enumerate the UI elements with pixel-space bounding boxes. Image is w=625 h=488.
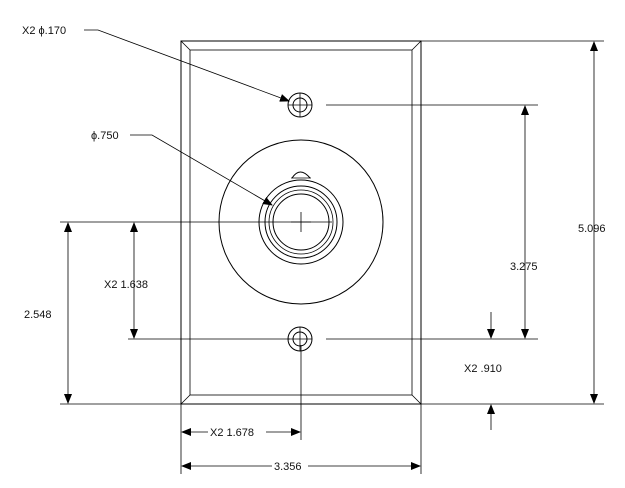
dimension-lines: [64, 41, 598, 470]
callout-center-hole: ϕ.750: [91, 130, 119, 142]
plate-corner-bevel: [411, 40, 422, 51]
plate-corner-bevel: [411, 394, 422, 405]
bottom-screw-hole: [287, 326, 313, 352]
leader-center-hole: [130, 134, 273, 206]
labels: X2 ϕ.170 ϕ.750 5.096 3.275 X2 1.638 2.54…: [22, 25, 606, 473]
dim-width-overall: 3.356: [274, 461, 302, 473]
plate-corner-bevel: [180, 394, 191, 405]
dim-center-from-side: X2 1.678: [210, 427, 254, 439]
extension-lines: [60, 40, 604, 474]
top-screw-hole: [287, 92, 313, 118]
plate-corner-bevel: [180, 40, 191, 51]
dim-hole-from-edge: X2 .910: [464, 363, 502, 375]
dim-center-to-hole: X2 1.638: [104, 279, 148, 291]
dim-hole-spacing: 3.275: [510, 261, 538, 273]
dim-center-from-bottom: 2.548: [24, 309, 52, 321]
connector-key-notch: [291, 171, 311, 179]
leader-screw-hole: [84, 29, 290, 102]
dim-height-overall: 5.096: [578, 223, 606, 235]
leader-lines: [84, 29, 290, 206]
callout-screw-hole: X2 ϕ.170: [22, 25, 66, 37]
